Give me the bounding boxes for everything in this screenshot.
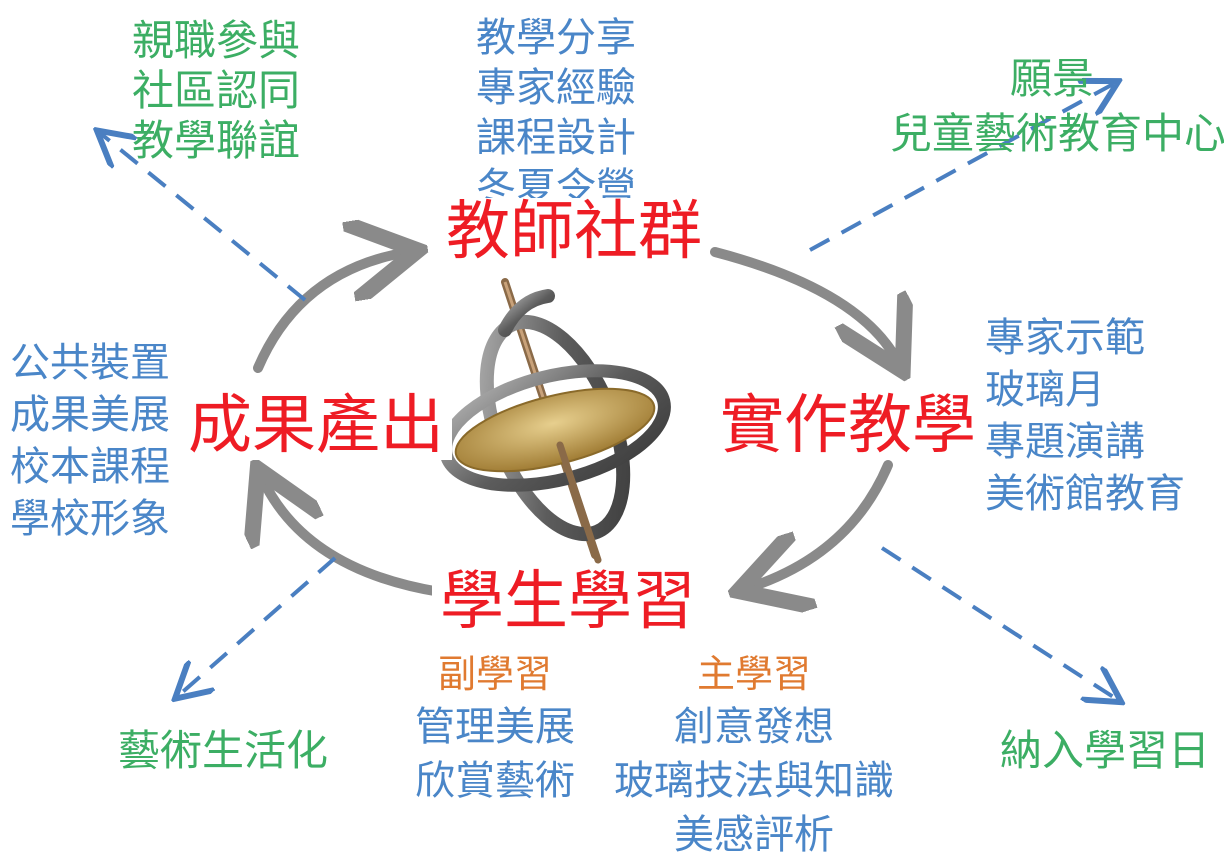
- right-list: 專家示範 玻璃月 專題演講 美術館教育: [985, 318, 1185, 514]
- list-item: 管理美展: [415, 704, 575, 750]
- list-item: 欣賞藝術: [415, 758, 575, 804]
- list-item: 專題演講: [985, 419, 1145, 465]
- dashed-arrow-top-left: [100, 133, 307, 302]
- secondary-learning-title: 副學習: [437, 652, 552, 696]
- dashed-arrow-bottom-left: [178, 556, 337, 696]
- list-item: 教學聯誼: [132, 116, 301, 165]
- cycle-arrow-right-bottom: [748, 460, 893, 588]
- top-left-list: 親職參與 社區認同 教學聯誼: [132, 20, 300, 162]
- secondary-learning-group: 副學習 管理美展 欣賞藝術: [415, 655, 575, 801]
- list-item: 玻璃技法與知識: [614, 758, 894, 804]
- cycle-arrow-top-right: [710, 247, 898, 362]
- top-center-list: 教學分享 專家經驗 課程設計 冬夏令營: [476, 18, 636, 208]
- list-item: 專家經驗: [476, 65, 636, 111]
- node-teacher-community: 教師社群: [438, 198, 710, 266]
- cycle-arrow-bottom-left: [262, 478, 445, 597]
- list-item: 公共裝置: [10, 340, 170, 386]
- vision-label: 願景: [1010, 54, 1095, 103]
- vision-target-label: 兒童藝術教育中心: [890, 109, 1224, 158]
- cycle-arrow-left-top: [253, 252, 408, 373]
- list-item: 專家示範: [985, 315, 1145, 361]
- list-item: 玻璃月: [985, 367, 1105, 413]
- list-item: 創意發想: [674, 704, 834, 750]
- list-item: 成果美展: [10, 392, 170, 438]
- main-learning-group: 主學習 創意發想 玻璃技法與知識 美感評析: [604, 655, 904, 855]
- node-student-learning: 學生學習: [432, 568, 704, 636]
- dashed-arrow-top-right: [809, 83, 1115, 252]
- list-item: 教學分享: [476, 15, 636, 61]
- dashed-arrow-bottom-right: [880, 546, 1118, 700]
- node-outcome-output: 成果產出: [180, 392, 452, 460]
- left-list: 公共裝置 成果美展 校本課程 學校形象: [10, 343, 170, 539]
- list-item: 校本課程: [10, 444, 170, 490]
- art-in-life-label: 藝術生活化: [118, 726, 329, 775]
- main-learning-title: 主學習: [696, 652, 811, 696]
- gyroscope-icon: [439, 278, 671, 564]
- learning-day-label: 納入學習日: [1000, 726, 1211, 775]
- list-item: 課程設計: [476, 115, 636, 161]
- list-item: 學校形象: [10, 496, 170, 542]
- list-item: 親職參與: [132, 16, 301, 65]
- list-item: 美感評析: [674, 812, 834, 858]
- node-hands-on-teaching: 實作教學: [712, 392, 984, 460]
- list-item: 美術館教育: [985, 471, 1185, 517]
- list-item: 社區認同: [132, 66, 301, 115]
